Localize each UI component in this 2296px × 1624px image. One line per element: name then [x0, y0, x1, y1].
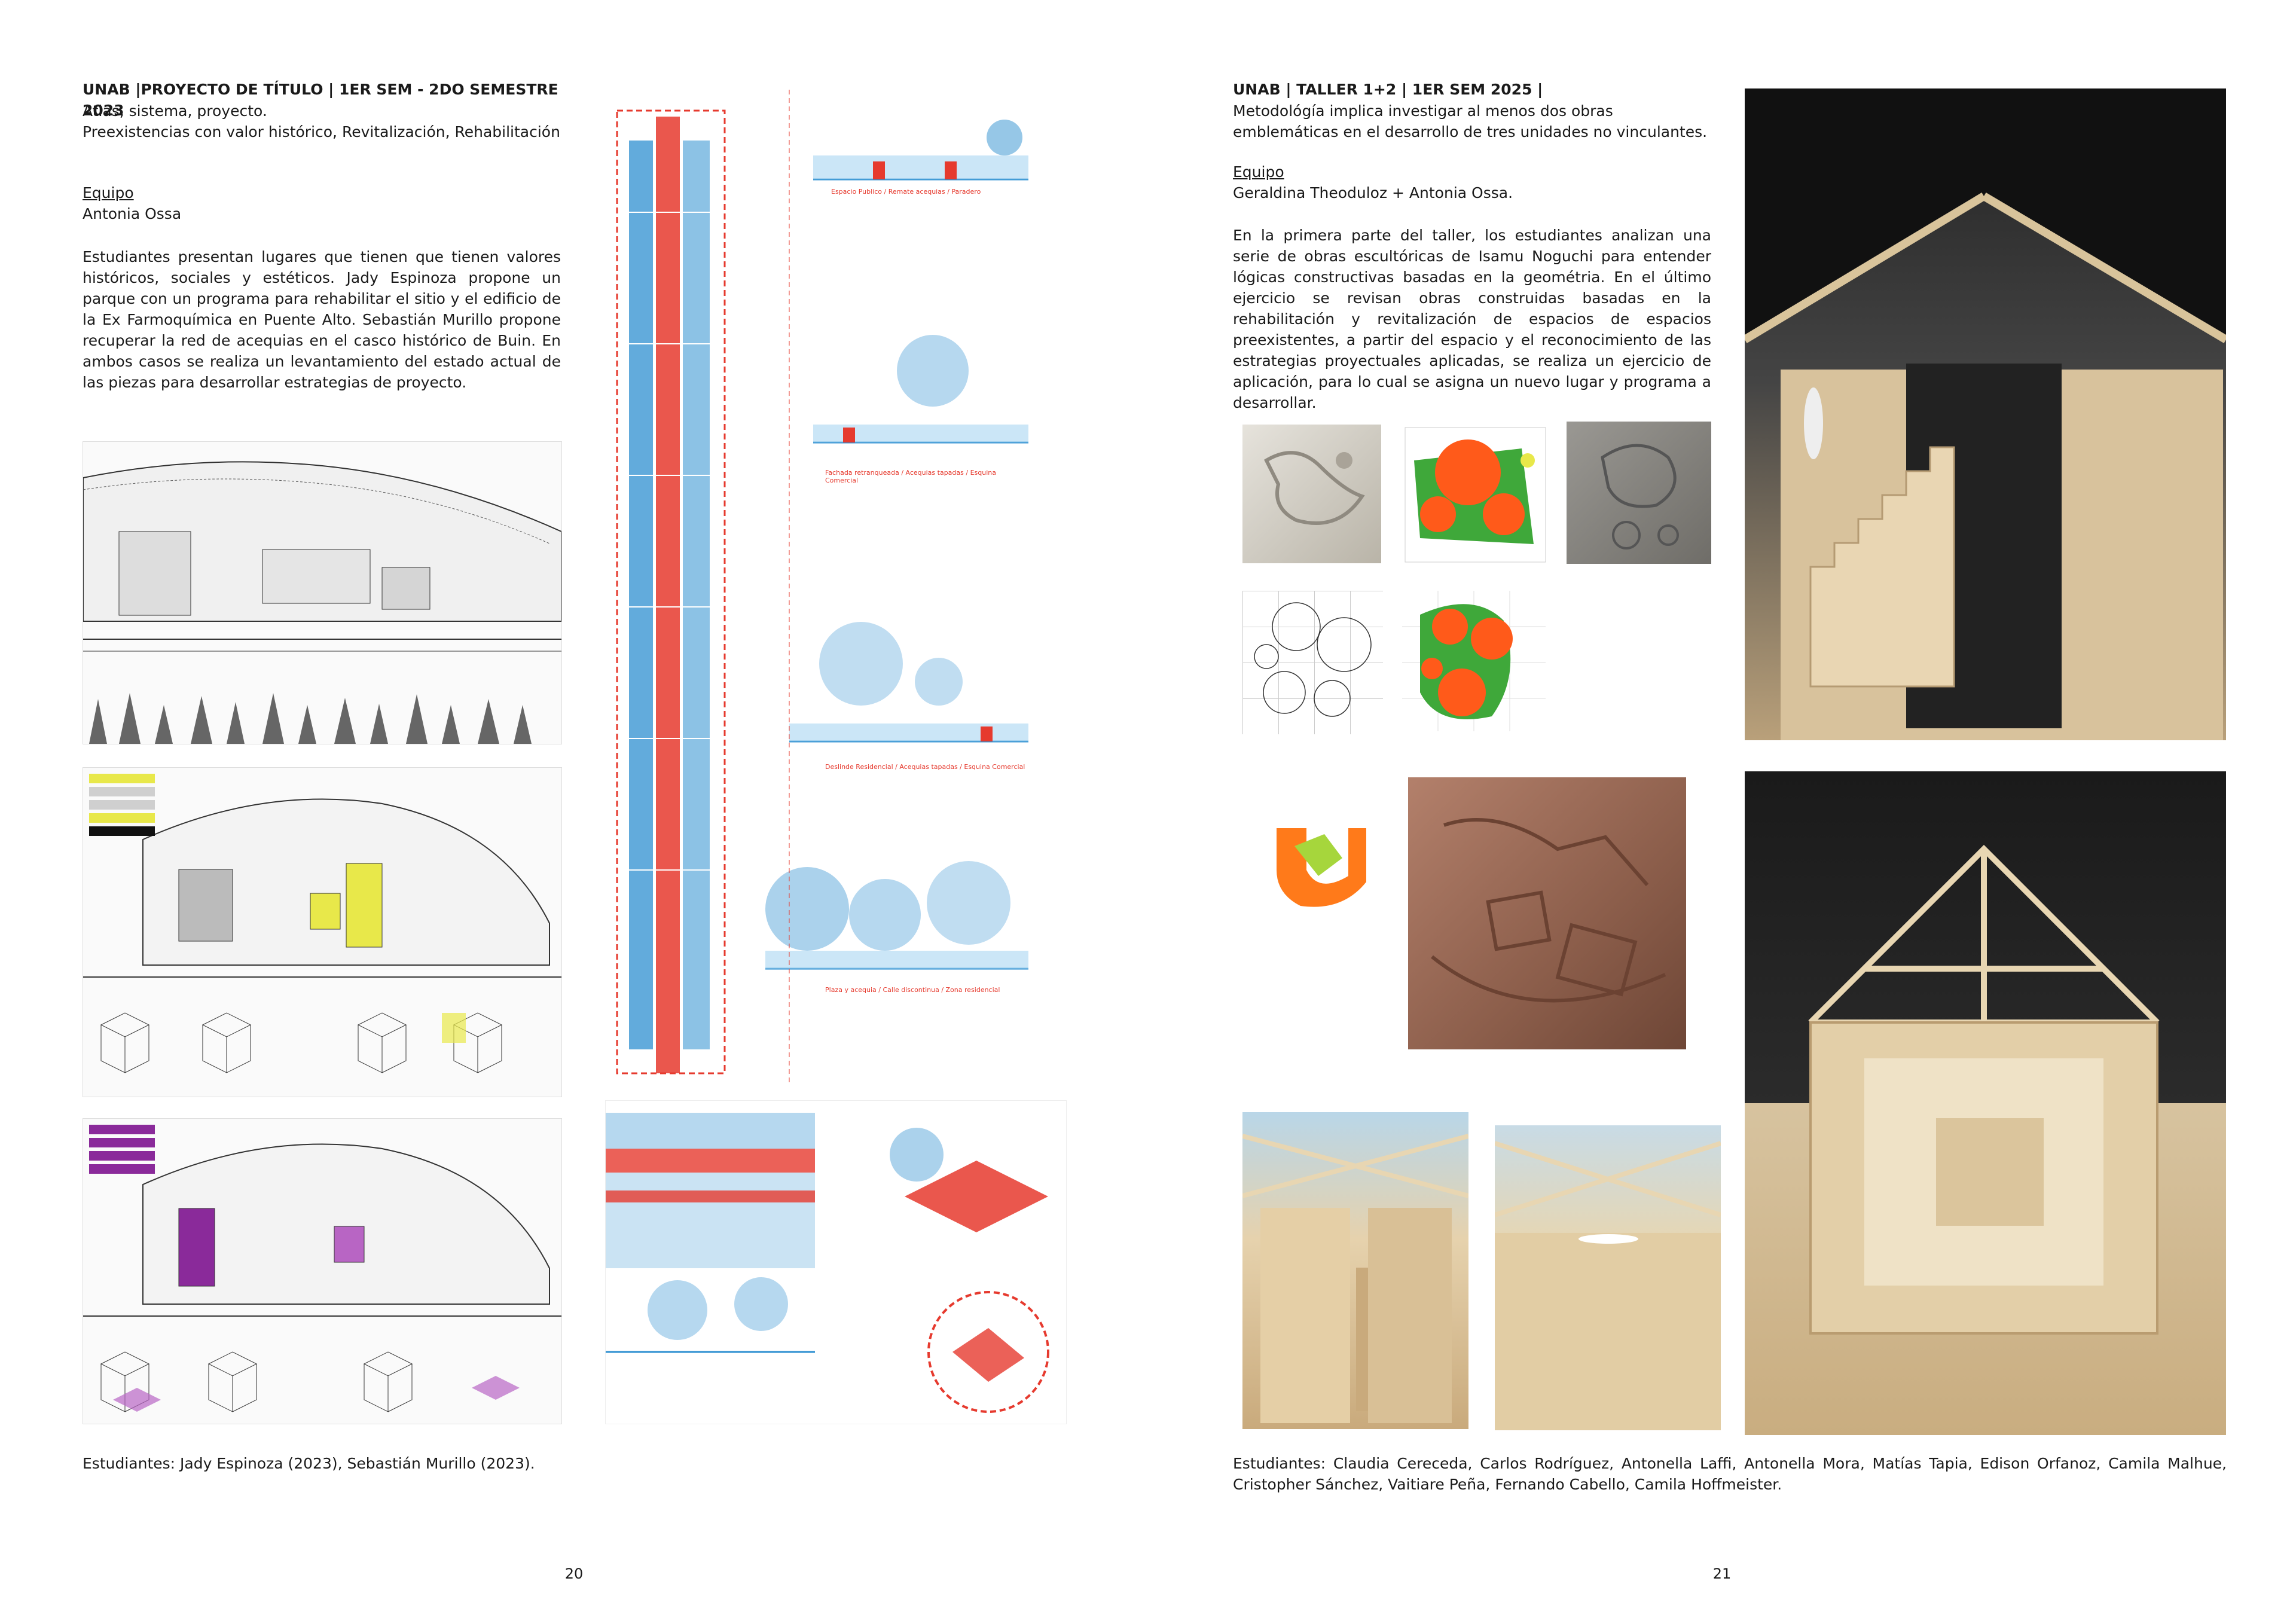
right-students: Estudiantes: Claudia Cereceda, Carlos Ro… — [1233, 1455, 2227, 1493]
left-team-label: Equipo — [83, 184, 134, 202]
noguchi-plaster-model — [1567, 422, 1711, 564]
section-caption-1: Espacio Publico / Remate acequias / Para… — [831, 188, 981, 196]
clay-relief-photo — [1408, 777, 1686, 1049]
noguchi-relief-model — [1242, 425, 1381, 563]
right-team-name: Geraldina Theoduloz + Antonia Ossa. — [1233, 184, 1513, 202]
right-body-text: En la primera parte del taller, los estu… — [1233, 227, 1711, 411]
right-page-number: 21 — [1712, 1565, 1732, 1582]
right-intro: Metodológía implica investigar al menos … — [1233, 102, 1708, 141]
noguchi-color-diagram-1 — [1402, 425, 1549, 565]
model-photo-roof-trusses — [1745, 771, 2226, 1435]
acequia-detail-drawings — [605, 1100, 1067, 1424]
noguchi-geometry-grid — [1242, 591, 1383, 734]
section-caption-3: Deslinde Residencial / Acequias tapadas … — [825, 763, 1025, 771]
section-caption-2: Fachada retranqueada / Acequias tapadas … — [825, 469, 996, 484]
right-heading: UNAB | TALLER 1+2 | 1ER SEM 2025 | — [1233, 81, 1543, 98]
noguchi-color-diagram-2 — [1402, 591, 1546, 731]
strategy-plan-purple — [83, 1118, 562, 1424]
left-students: Estudiantes: Jady Espinoza (2023), Sebas… — [83, 1455, 535, 1472]
model-photo-interior-1 — [1242, 1112, 1468, 1429]
geometric-logo-study — [1271, 822, 1369, 909]
right-team-label: Equipo — [1233, 163, 1284, 181]
model-photo-stair — [1745, 88, 2226, 740]
left-page-number: 20 — [564, 1565, 584, 1582]
street-sections — [753, 90, 1052, 1082]
left-team-name: Antonia Ossa — [83, 205, 182, 222]
left-body-text: Estudiantes presentan lugares que tienen… — [83, 248, 561, 391]
left-subtitle-1: Atlas, sistema, proyecto. — [83, 102, 267, 120]
left-subtitle-2: Preexistencias con valor histórico, Revi… — [83, 123, 560, 141]
strategy-plan-yellow — [83, 767, 562, 1097]
acequia-plan-strip — [605, 93, 731, 1082]
section-caption-4: Plaza y acequia / Calle discontinua / Zo… — [825, 986, 1000, 994]
site-plan-drawing — [83, 441, 562, 744]
left-heading: UNAB |PROYECTO DE TÍTULO | 1ER SEM - 2DO… — [83, 81, 558, 119]
model-photo-interior-2 — [1495, 1125, 1721, 1430]
